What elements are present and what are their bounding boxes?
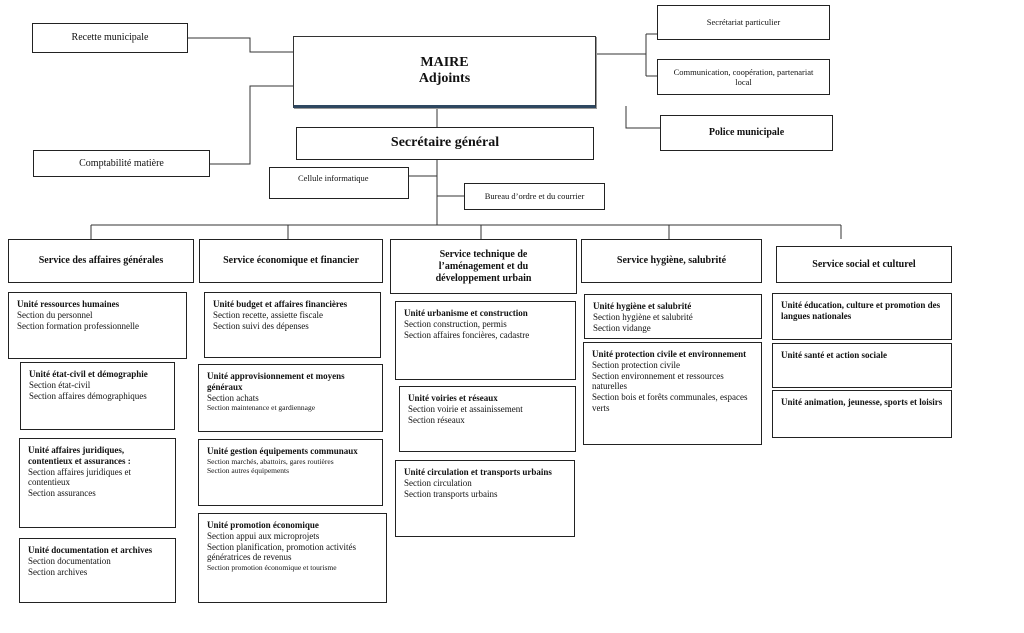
unit-box: Unité approvisionnement et moyens généra… [198, 364, 383, 432]
section-item: Section protection civile [592, 359, 680, 370]
unit-box: Unité gestion équipements communaux Sect… [198, 439, 383, 506]
unit-box: Unité état-civil et démographie Section … [20, 362, 175, 430]
section-item: Section affaires foncières, cadastre [404, 329, 530, 340]
unit-box: Unité éducation, culture et promotion de… [772, 293, 952, 340]
bureau-ordre-box: Bureau d’ordre et du courrier [464, 183, 605, 210]
comptabilite-matiere-label: Comptabilité matière [79, 157, 164, 169]
unit-title: Unité urbanisme et construction [404, 308, 528, 318]
service-title: Service économique et financier [223, 255, 359, 266]
section-item: Section transports urbains [404, 488, 498, 499]
section-item: Section circulation [404, 477, 472, 488]
mayor-box: MAIRE Adjoints [293, 36, 596, 108]
section-item: Section bois et forêts communales, espac… [592, 392, 748, 413]
unit-title: Unité voiries et réseaux [408, 393, 498, 403]
section-item: Section documentation [28, 555, 111, 566]
section-item: Section affaires juridiques et contentie… [28, 466, 132, 488]
unit-box: Unité budget et affaires financières Sec… [204, 292, 381, 358]
communication-box: Communication, coopération, partenariat … [657, 59, 830, 95]
unit-title: Unité état-civil et démographie [29, 369, 148, 379]
unit-box: Unité hygiène et salubrité Section hygiè… [584, 294, 762, 339]
mayor-title: MAIRE [420, 54, 469, 70]
unit-box: Unité circulation et transports urbains … [395, 460, 575, 537]
section-item: Section achats [207, 392, 259, 403]
recette-municipale-label: Recette municipale [71, 32, 149, 43]
section-item: Section affaires démographiques [29, 390, 147, 401]
section-item: Section du personnel [17, 309, 93, 320]
unit-title: Unité approvisionnement et moyens généra… [207, 371, 345, 392]
unit-box: Unité documentation et archives Section … [19, 538, 176, 603]
cellule-informatique-label: Cellule informatique [298, 173, 369, 183]
service-economique-financier-box: Service économique et financier [199, 239, 383, 283]
section-item: Section environnement et ressources natu… [592, 370, 724, 392]
service-title: Service des affaires générales [38, 255, 164, 266]
service-title: Service technique de l’aménagement et du… [435, 248, 532, 284]
service-title: Service hygiène, salubrité [616, 255, 727, 266]
service-affaires-generales-box: Service des affaires générales [8, 239, 194, 283]
recette-municipale-box: Recette municipale [32, 23, 188, 53]
adjoints-title: Adjoints [418, 71, 471, 86]
unit-box: Unité promotion économique Section appui… [198, 513, 387, 603]
unit-title: Unité promotion économique [207, 520, 319, 530]
service-technique-box: Service technique de l’aménagement et du… [390, 239, 577, 294]
secretariat-particulier-box: Secrétariat particulier [657, 5, 830, 40]
section-item: Section assurances [28, 488, 96, 499]
unit-title: Unité santé et action sociale [781, 350, 887, 360]
police-municipale-label: Police municipale [708, 127, 785, 138]
section-item: Section construction, permis [404, 318, 507, 329]
comptabilite-matiere-box: Comptabilité matière [33, 150, 210, 177]
section-item: Section appui aux microprojets [207, 530, 320, 541]
communication-label: Communication, coopération, partenariat … [673, 66, 814, 87]
unit-box: Unité voiries et réseaux Section voirie … [399, 386, 576, 452]
unit-box: Unité santé et action sociale [772, 343, 952, 388]
unit-title: Unité hygiène et salubrité [593, 301, 692, 311]
section-item: Section hygiène et salubrité [593, 311, 693, 322]
unit-title: Unité éducation, culture et promotion de… [781, 300, 941, 321]
secretaire-general-box: Secrétaire général [296, 127, 594, 160]
unit-title: Unité gestion équipements communaux [207, 446, 358, 456]
unit-title: Unité documentation et archives [28, 545, 153, 555]
secretariat-particulier-label: Secrétariat particulier [706, 17, 781, 28]
unit-title: Unité protection civile et environnement [592, 349, 747, 359]
section-item: Section formation professionnelle [17, 320, 139, 331]
section-item: Section état-civil [29, 379, 91, 390]
unit-title: Unité budget et affaires financières [213, 299, 348, 309]
unit-box: Unité ressources humaines Section du per… [8, 292, 187, 359]
section-item: Section recette, assiette fiscale [213, 309, 323, 320]
section-item: Section suivi des dépenses [213, 320, 309, 331]
unit-box: Unité affaires juridiques, contentieux e… [19, 438, 176, 528]
section-item: Section réseaux [408, 414, 465, 425]
unit-title: Unité affaires juridiques, contentieux e… [28, 445, 131, 466]
section-item: Section voirie et assainissement [408, 403, 523, 414]
section-item: Section marchés, abattoirs, gares routiè… [207, 456, 334, 466]
section-item: Section planification, promotion activit… [207, 541, 356, 563]
service-social-culturel-box: Service social et culturel [776, 246, 952, 283]
unit-title: Unité circulation et transports urbains [404, 467, 552, 477]
secretaire-general-label: Secrétaire général [390, 135, 500, 151]
section-item: Section archives [28, 566, 88, 577]
police-municipale-box: Police municipale [660, 115, 833, 151]
bureau-ordre-label: Bureau d’ordre et du courrier [484, 191, 585, 202]
section-item: Section maintenance et gardiennage [207, 403, 316, 413]
section-item: Section promotion économique et tourisme [207, 563, 337, 573]
section-item: Section autres équipements [207, 465, 290, 475]
unit-title: Unité ressources humaines [17, 299, 120, 309]
unit-box: Unité animation, jeunesse, sports et loi… [772, 390, 952, 438]
service-hygiene-salubrite-box: Service hygiène, salubrité [581, 239, 762, 283]
section-item: Section vidange [593, 322, 651, 333]
unit-box: Unité urbanisme et construction Section … [395, 301, 576, 380]
cellule-informatique-box: Cellule informatique [269, 167, 409, 199]
service-title: Service social et culturel [812, 258, 916, 270]
unit-title: Unité animation, jeunesse, sports et loi… [781, 397, 943, 407]
unit-box: Unité protection civile et environnement… [583, 342, 762, 445]
